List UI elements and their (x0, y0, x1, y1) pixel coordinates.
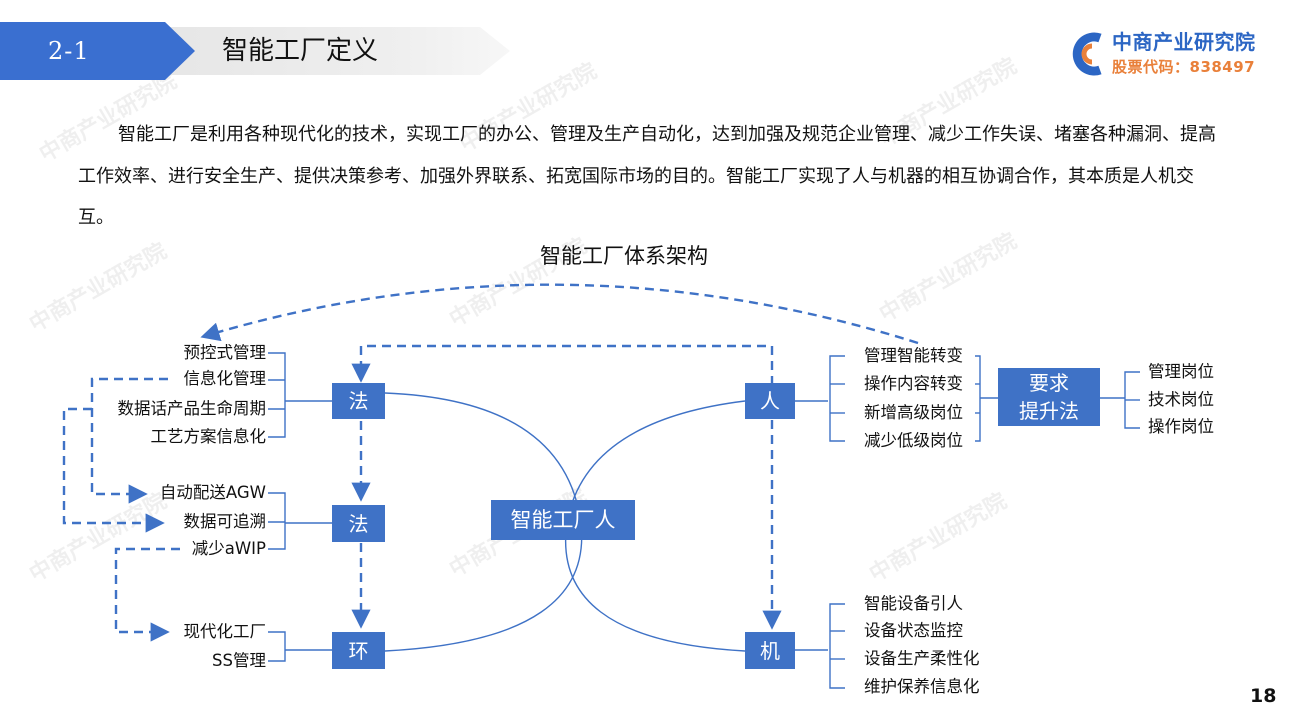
requirement-item: 技术岗位 (1148, 390, 1214, 409)
ren-item: 管理智能转变 (864, 346, 963, 365)
fa2-item: 自动配送AGW (159, 483, 266, 502)
requirement-item: 管理岗位 (1148, 362, 1214, 381)
ji-item: 智能设备引人 (864, 594, 963, 613)
fa1-item: 信息化管理 (183, 369, 267, 388)
fa2-item: 减少aWIP (191, 539, 266, 558)
ji-item: 设备状态监控 (864, 621, 963, 640)
logo-name: 中商产业研究院 (1112, 30, 1256, 54)
requirement-node: 要求 提升法 (998, 368, 1100, 426)
ren-item: 新增高级岗位 (864, 403, 963, 422)
company-logo-icon (1072, 32, 1102, 76)
logo-stock-code: 股票代码：838497 (1112, 58, 1256, 76)
ren-node: 人 (745, 383, 795, 419)
ji-item: 维护保养信息化 (864, 677, 980, 696)
diagram-title: 智能工厂体系架构 (540, 244, 708, 268)
center-node: 智能工厂人 (491, 500, 635, 540)
page-number: 18 (1250, 685, 1277, 707)
huan-node: 环 (332, 632, 385, 669)
fa2-item: 数据可追溯 (183, 512, 267, 531)
page-title: 智能工厂定义 (222, 36, 379, 66)
ji-item: 设备生产柔性化 (864, 649, 980, 668)
requirement-line-2: 提升法 (1019, 399, 1079, 423)
fa1-item: 数据话产品生命周期 (117, 399, 267, 418)
huan-item: 现代化工厂 (183, 622, 267, 641)
definition-paragraph: 智能工厂是利用各种现代化的技术，实现工厂的办公、管理及生产自动化，达到加强及规范… (78, 124, 1216, 228)
fa-node-1: 法 (332, 383, 385, 419)
requirement-line-1: 要求 (1029, 371, 1069, 395)
fa1-item: 预控式管理 (183, 343, 267, 362)
ren-item: 操作内容转变 (864, 374, 963, 393)
fa1-item: 工艺方案信息化 (150, 427, 267, 446)
ji-node: 机 (745, 632, 795, 669)
fa-node-2: 法 (332, 505, 385, 542)
section-tab (0, 22, 195, 80)
huan-item: SS管理 (212, 651, 266, 670)
header-title-bar (160, 27, 510, 75)
requirement-item: 操作岗位 (1148, 417, 1214, 436)
ren-item: 减少低级岗位 (864, 431, 963, 450)
section-number: 2-1 (48, 37, 90, 65)
